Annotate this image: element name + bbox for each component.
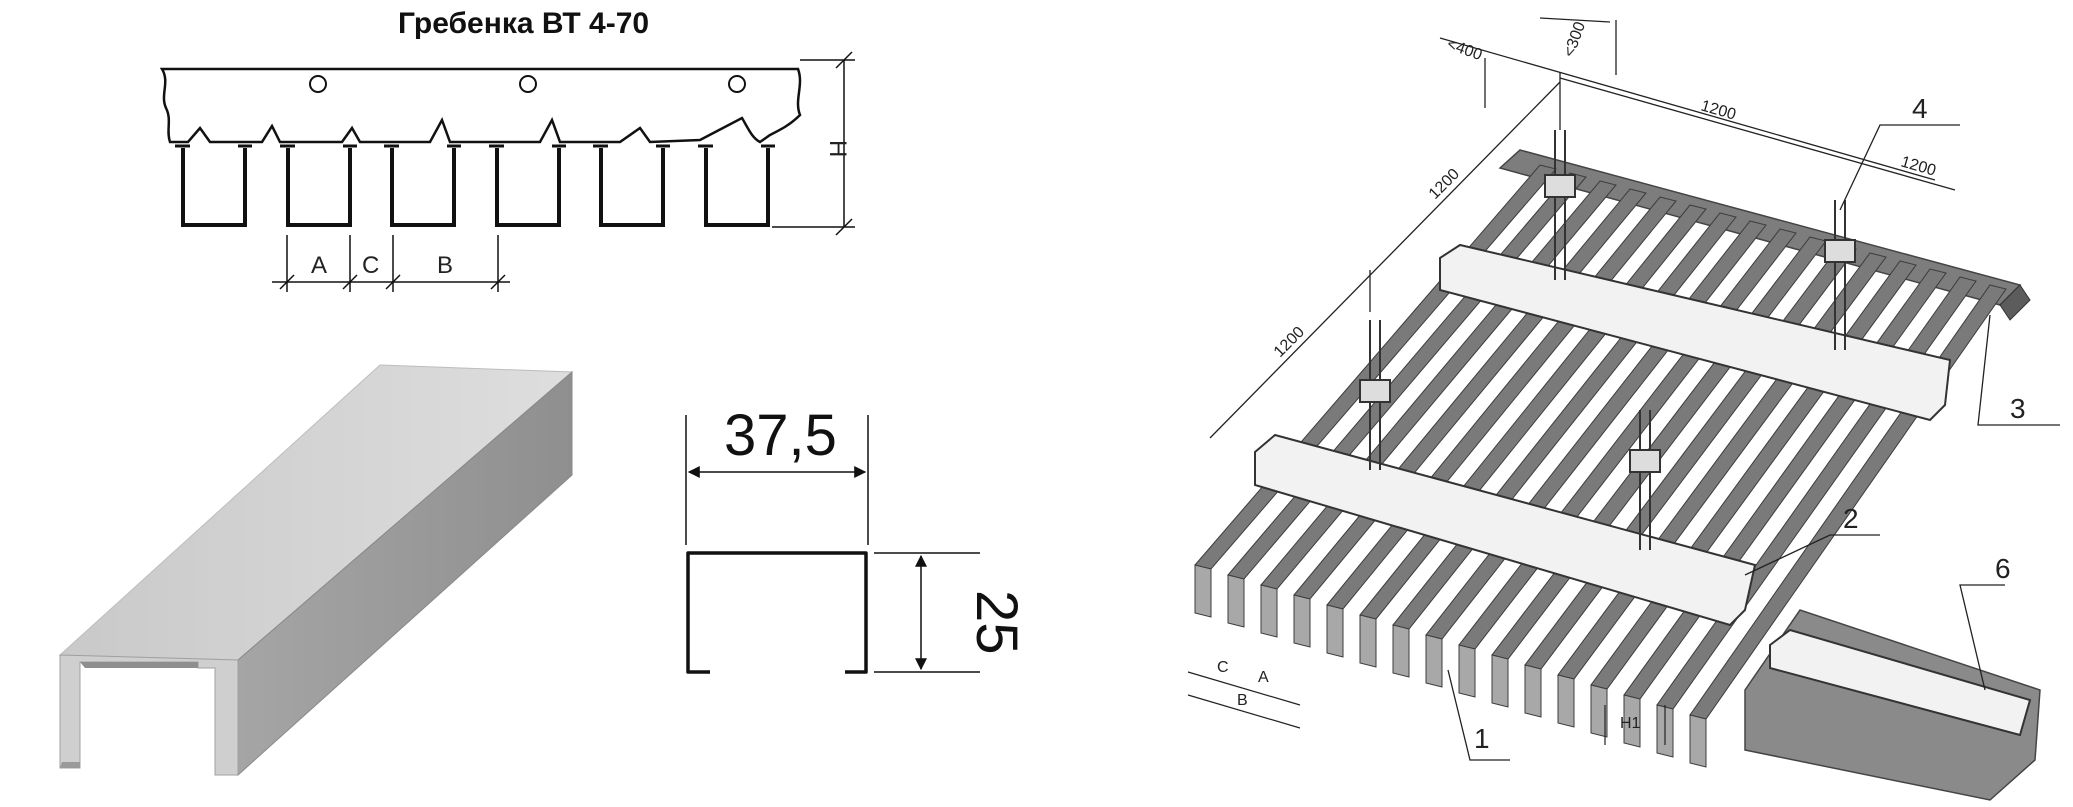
comb-channel: [390, 148, 456, 227]
slat-end: [1260, 584, 1278, 638]
comb-channel: [704, 148, 770, 227]
slat-end: [1458, 644, 1476, 698]
dim-1200-top: 1200: [1699, 98, 1738, 124]
profile-section-outline: [686, 551, 868, 674]
slat-end: [1293, 594, 1311, 648]
callout-3: 3: [2010, 393, 2026, 424]
dim-1200-left-bottom: 1200: [1271, 324, 1308, 361]
slat-end: [1557, 674, 1575, 728]
slat-end: [1359, 614, 1377, 668]
comb-channel: [286, 148, 352, 227]
plate-hole: [309, 75, 327, 93]
comb-dim-b: B: [437, 252, 453, 279]
comb-channel: [181, 148, 247, 227]
profile-height-label: 25: [964, 590, 1029, 655]
callout-6: 6: [1995, 553, 2011, 584]
profile-3d: [58, 364, 574, 777]
profile-front-end: [59, 654, 239, 776]
slat-end: [1425, 634, 1443, 688]
slat-end: [1326, 604, 1344, 658]
slat-end: [1392, 624, 1410, 678]
comb-title: Гребенка ВТ 4-70: [398, 7, 649, 40]
plate-hole: [728, 75, 746, 93]
comb-rail-lower: [1254, 433, 1757, 627]
slat-end: [1491, 654, 1509, 708]
slat-end: [1227, 574, 1245, 628]
slat-end: [1194, 564, 1212, 618]
comb-dim-a: A: [311, 252, 327, 279]
dim-400: <400: [1445, 36, 1485, 64]
assembly-label-c: C: [1217, 659, 1229, 676]
comb-channel: [495, 148, 561, 227]
dim-1200-left-top: 1200: [1426, 166, 1463, 203]
slat-end: [1524, 664, 1542, 718]
profile-width-label: 37,5: [724, 403, 837, 468]
comb-dim-h: H: [824, 140, 851, 157]
assembly-label-b: B: [1237, 692, 1248, 709]
slat-end: [1689, 714, 1707, 768]
assembly-label-h1: H1: [1620, 715, 1641, 732]
comb-channels: [181, 148, 770, 227]
callout-4: 4: [1912, 93, 1928, 124]
profile-section: 37,5 25: [685, 403, 1029, 674]
comb-rail-upper: [1439, 243, 1952, 422]
slat-end: [1590, 684, 1608, 738]
dim-300: <300: [1561, 20, 1589, 60]
assembly-dimension-lines: [1209, 17, 1956, 439]
slat-end: [1623, 694, 1641, 748]
hangers: [1359, 130, 1856, 550]
plate-hole: [519, 75, 537, 93]
callout-leaders: [1447, 124, 2060, 761]
assembly-label-a: A: [1258, 669, 1269, 686]
comb-plate: [159, 67, 802, 144]
comb-drawing: Гребенка ВТ 4-70: [159, 7, 855, 292]
comb-channel: [599, 148, 665, 227]
assembly-drawing: <400 <300 1200 1200 1200 1200: [1187, 17, 2060, 801]
comb-dim-c: C: [362, 252, 379, 279]
callout-1: 1: [1474, 723, 1490, 754]
callout-2: 2: [1843, 503, 1859, 534]
detail-assembly-6: [1744, 609, 2041, 801]
